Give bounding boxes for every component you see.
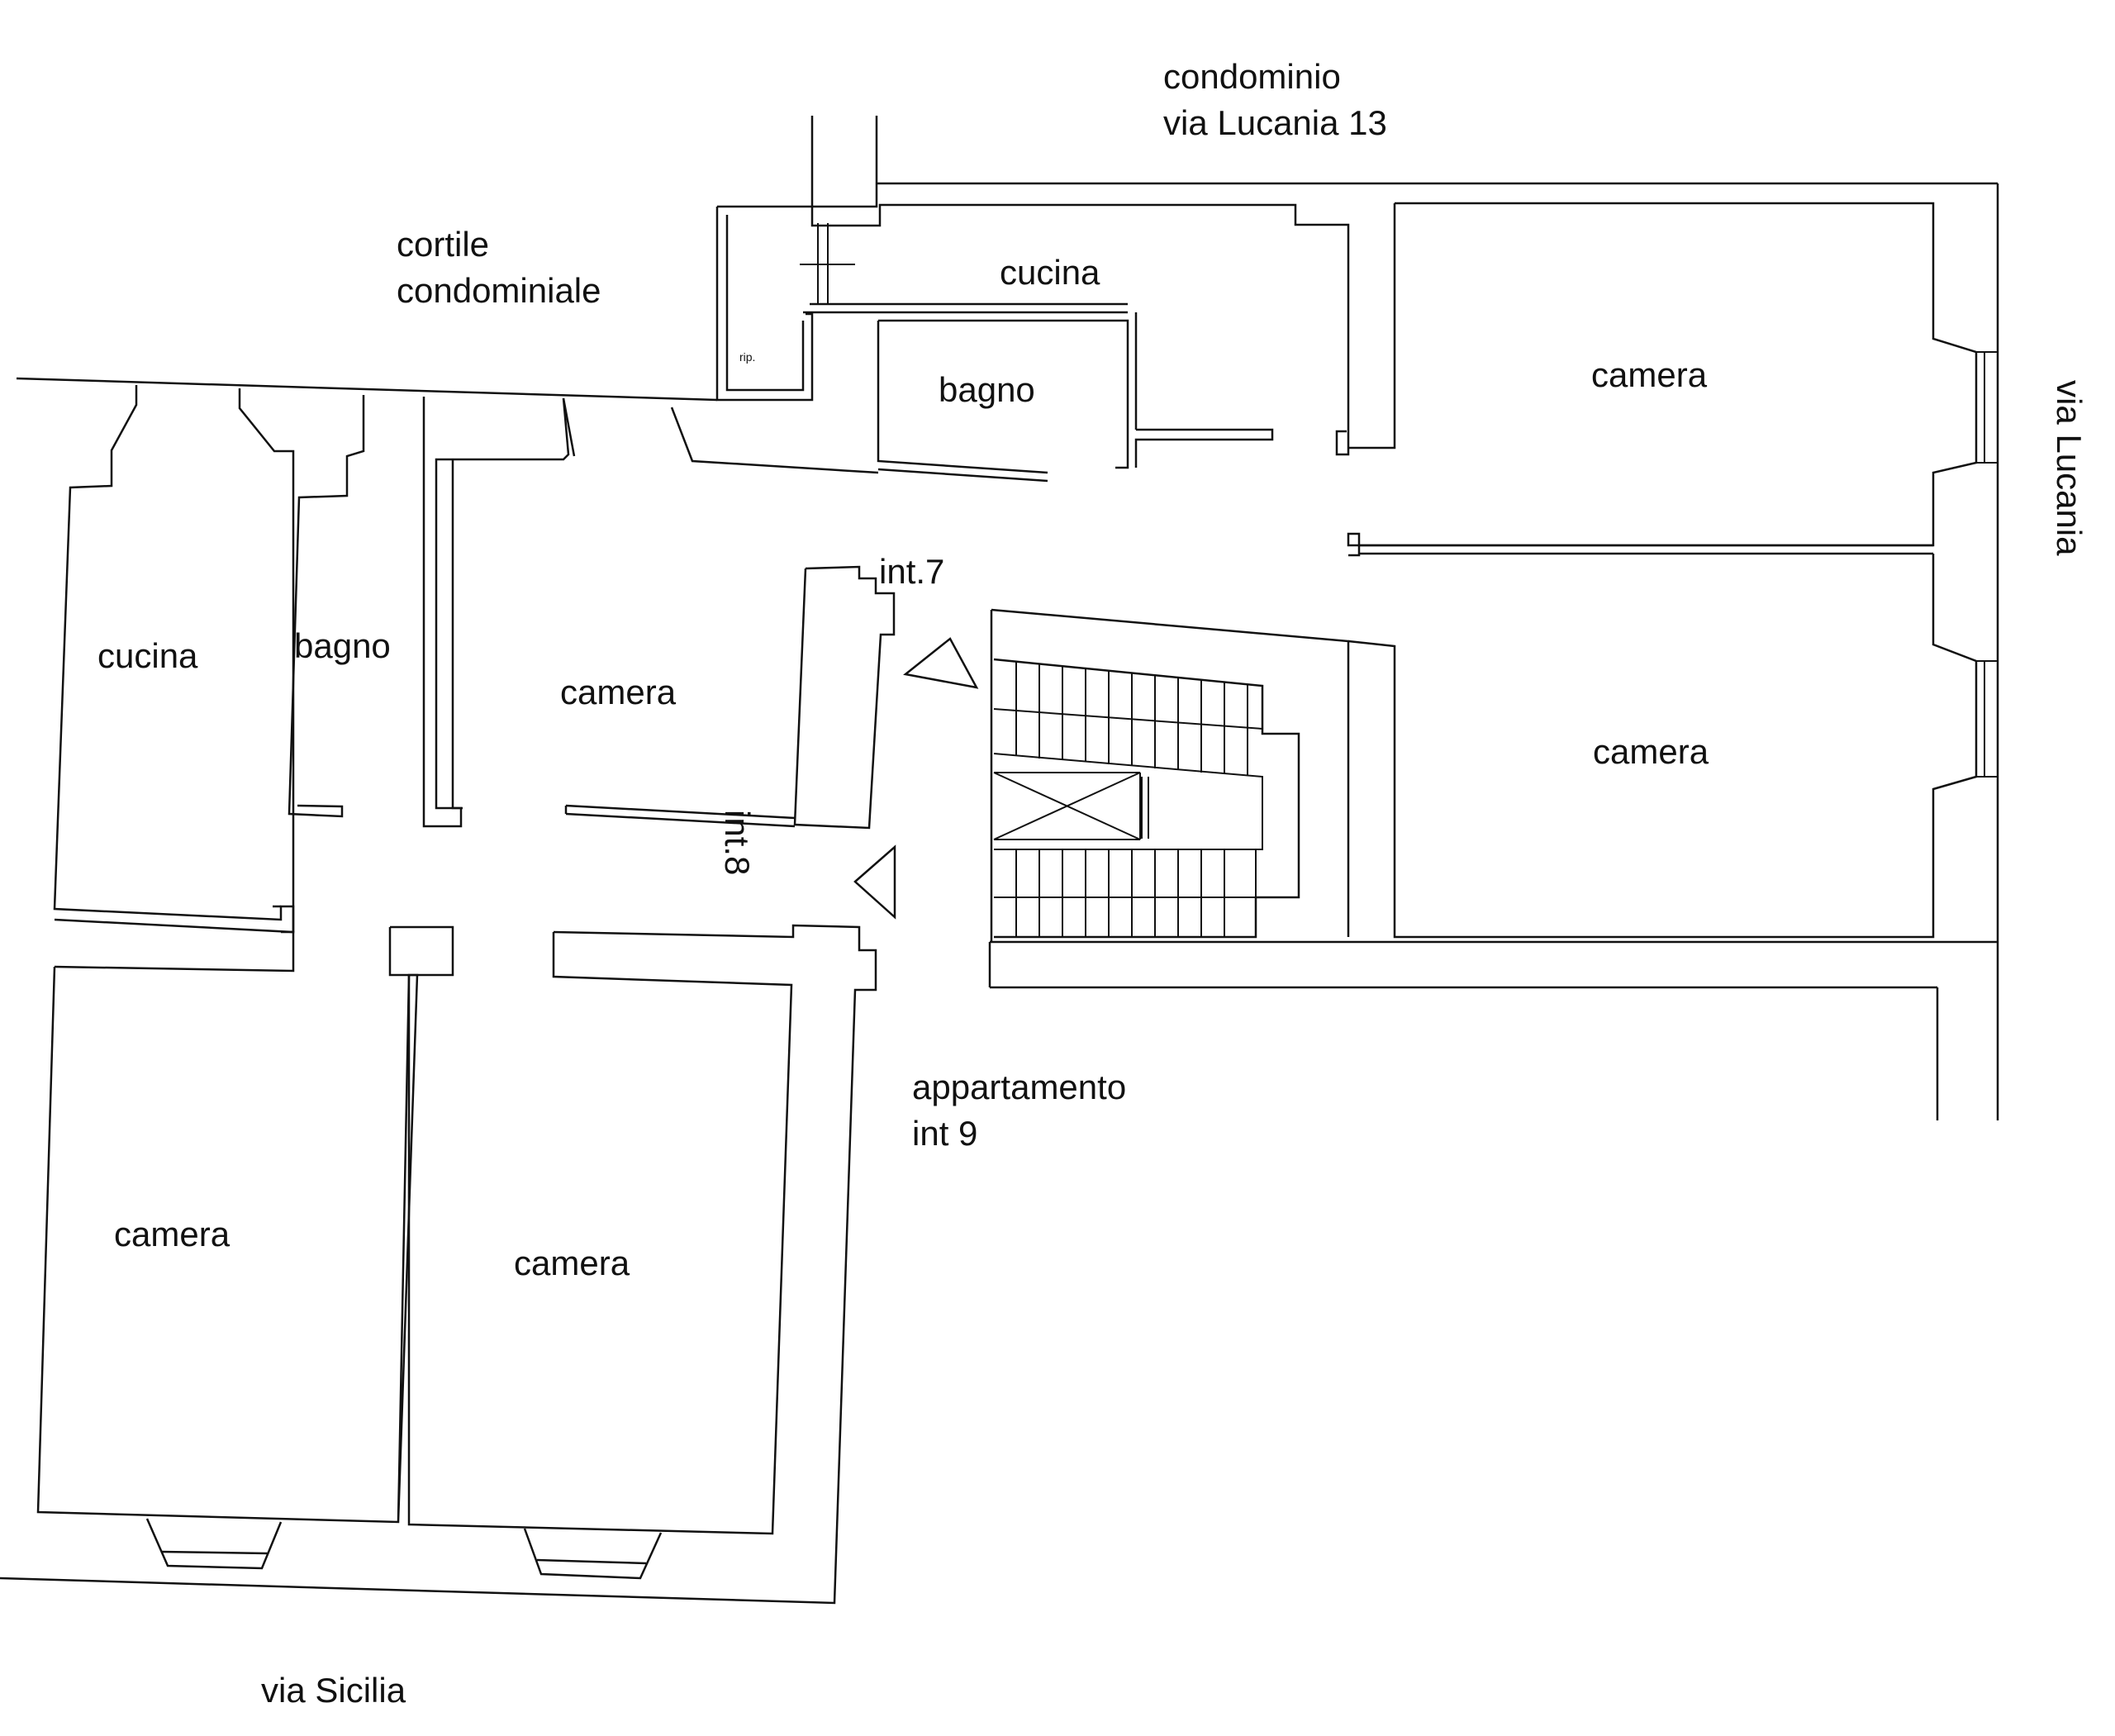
camera-top-right-room bbox=[1347, 202, 1998, 557]
camera-mid-right-room bbox=[1347, 554, 1998, 939]
appartamento-label-1: appartamento bbox=[912, 1068, 1126, 1106]
outer-walls-right bbox=[810, 116, 1999, 1120]
room-label-camera-mid-right: camera bbox=[1593, 732, 1709, 771]
int8-label: int.8 bbox=[718, 810, 757, 875]
rip-label: rip. bbox=[739, 350, 755, 364]
room-label-camera-center: camera bbox=[560, 673, 677, 711]
room-label-cucina-top: cucina bbox=[1000, 253, 1100, 292]
condominio-label-1: condominio bbox=[1163, 57, 1341, 96]
room-label-bagno-top: bagno bbox=[939, 370, 1035, 409]
room-label-camera-bottom-left: camera bbox=[114, 1215, 231, 1253]
camera-bottom-rooms bbox=[36, 966, 663, 1580]
room-label-bagno-left: bagno bbox=[294, 626, 391, 665]
int7-label: int.7 bbox=[879, 552, 944, 591]
left-apartment-walls bbox=[0, 377, 896, 1605]
cucina-top-room: rip. bbox=[715, 203, 1350, 456]
cortile-label-2: condominiale bbox=[397, 271, 601, 310]
condominio-label-2: via Lucania 13 bbox=[1163, 103, 1387, 142]
appartamento-label-2: int 9 bbox=[912, 1114, 977, 1153]
room-label-camera-bottom-center: camera bbox=[514, 1244, 630, 1282]
via-sicilia-label: via Sicilia bbox=[261, 1671, 406, 1710]
entrance-arrow-int8 bbox=[853, 844, 896, 920]
via-lucania-label: via Lucania bbox=[2050, 380, 2089, 556]
room-label-cucina-left: cucina bbox=[97, 636, 198, 675]
entrance-arrow-int7 bbox=[903, 637, 979, 689]
room-label-camera-top-right: camera bbox=[1591, 355, 1708, 394]
staircase bbox=[990, 608, 1350, 942]
cortile-label-1: cortile bbox=[397, 225, 489, 264]
bagno-top-room bbox=[877, 312, 1274, 483]
